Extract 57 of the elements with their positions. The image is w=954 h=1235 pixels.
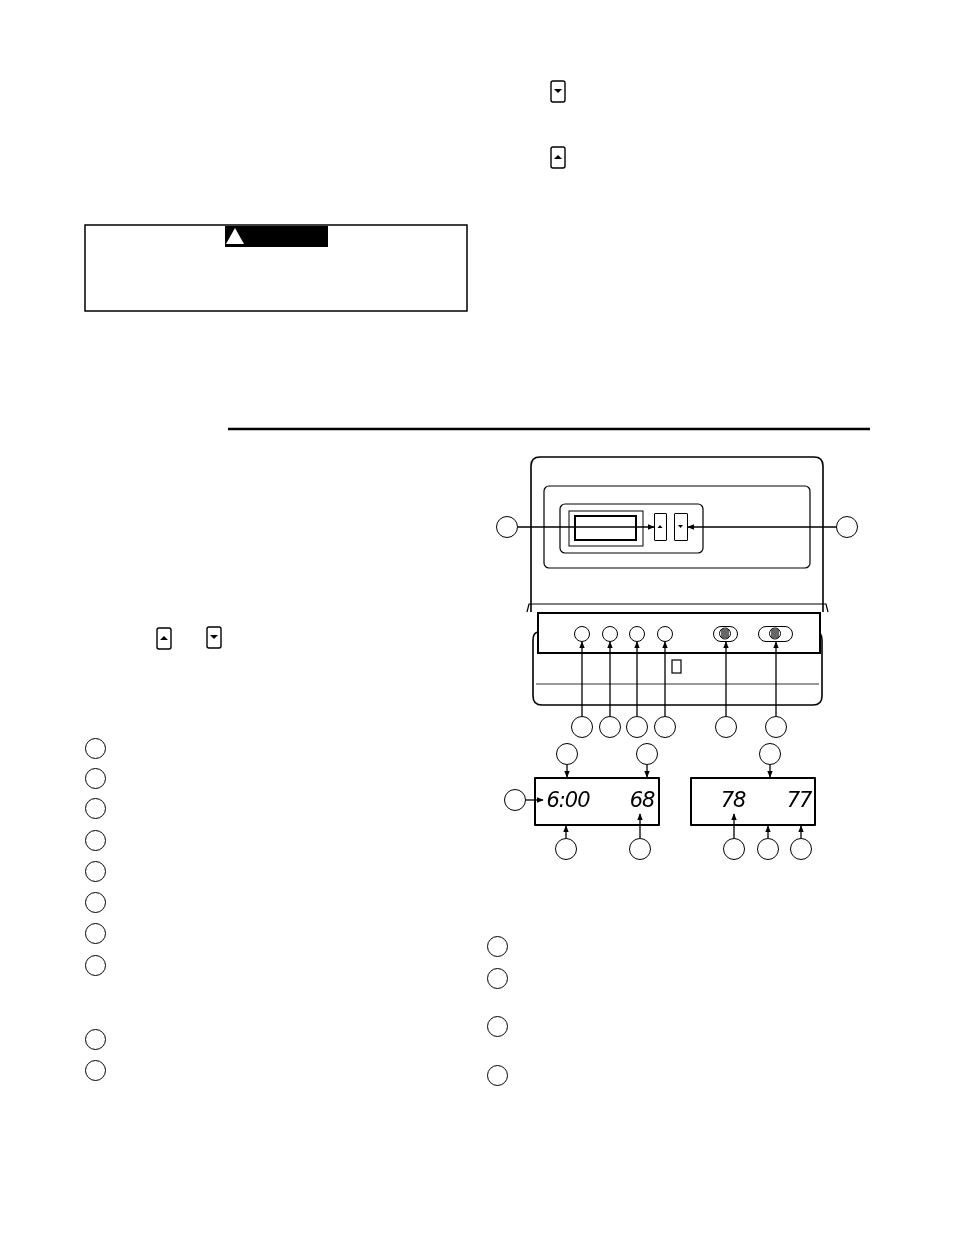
display-readout: 6:00 [543, 788, 593, 814]
callout-circle [599, 716, 621, 738]
callout-circle [487, 1065, 508, 1086]
leader-line [579, 641, 585, 717]
callout-circle [85, 830, 106, 851]
leader-line [637, 813, 643, 839]
callout-circle [85, 738, 106, 759]
leader-line [687, 524, 837, 530]
callout-circle [85, 798, 106, 819]
callout-circle [85, 955, 106, 976]
callout-circle [626, 716, 648, 738]
display-readout: 78 [718, 788, 748, 814]
leader-line [765, 825, 771, 839]
callout-circle [636, 743, 658, 765]
display-readout: 68 [626, 788, 658, 814]
display-readout: 77 [784, 788, 814, 814]
callout-circle [790, 838, 812, 860]
callout-circle [487, 1016, 508, 1037]
up-button [654, 513, 667, 541]
callout-circle [487, 968, 508, 989]
callout-circle [629, 838, 651, 860]
callout-circle [85, 892, 106, 913]
callout-circle [715, 716, 737, 738]
leader-line [563, 825, 569, 839]
leader-line [767, 764, 773, 778]
callout-circle [836, 516, 858, 538]
leader-line [723, 641, 729, 717]
lcd-display [534, 777, 660, 826]
callout-circle [555, 838, 577, 860]
leader-line [517, 524, 655, 530]
callout-circle [757, 838, 779, 860]
leader-line [644, 764, 650, 778]
callout-circle [85, 1029, 106, 1050]
callout-circle [85, 768, 106, 789]
leader-line [773, 641, 779, 717]
callout-circle [556, 743, 578, 765]
callout-circle [496, 516, 518, 538]
callout-circle [504, 789, 526, 811]
leader-line [662, 641, 668, 717]
lcd-display [690, 777, 816, 826]
callout-circle [759, 743, 781, 765]
leader-line [798, 825, 804, 839]
callout-circle [85, 923, 106, 944]
leader-line [564, 764, 570, 778]
callout-circle [723, 838, 745, 860]
callout-circle [85, 861, 106, 882]
leader-line [607, 641, 613, 717]
callout-circle [654, 716, 676, 738]
leader-line [525, 797, 544, 803]
callout-circle [571, 716, 593, 738]
down-button [674, 513, 688, 541]
leader-line [634, 641, 640, 717]
callout-circle [487, 936, 508, 957]
callout-circle [765, 716, 787, 738]
callout-circle [85, 1060, 106, 1081]
leader-line [731, 813, 737, 839]
slide-switch [758, 626, 793, 642]
